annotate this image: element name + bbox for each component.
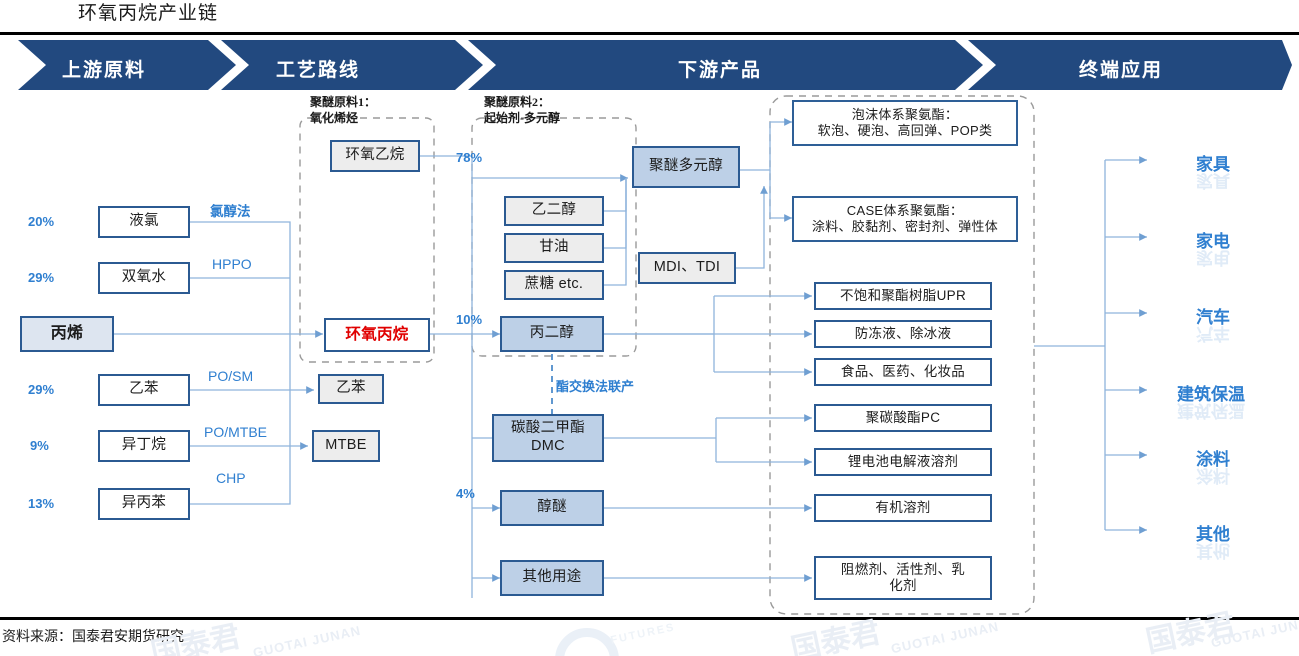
box-ethylbenzene-coproduct[interactable]: 乙苯 bbox=[318, 374, 384, 404]
enduse-other: 其他 bbox=[1196, 525, 1230, 544]
box-propylene[interactable]: 丙烯 bbox=[20, 316, 114, 352]
group-frame-ether-feed-2 bbox=[471, 117, 637, 357]
pct-ethylbenzene: 29% bbox=[28, 382, 55, 397]
box-mtbe[interactable]: MTBE bbox=[312, 430, 380, 462]
box-dmc[interactable]: 碳酸二甲酯 DMC bbox=[492, 414, 604, 462]
route-label-po-sm: PO/SM bbox=[208, 368, 254, 384]
box-flame-retardant[interactable]: 阻燃剂、活性剂、乳 化剂 bbox=[814, 556, 992, 600]
chevron-stage-3 bbox=[468, 40, 983, 90]
box-flame-retardant-line1: 阻燃剂、活性剂、乳 bbox=[840, 561, 966, 577]
route-label-chp: CHP bbox=[216, 470, 246, 486]
enduse-building-insulation-reflection: 建筑保温 bbox=[1177, 401, 1245, 420]
box-other-uses[interactable]: 其他用途 bbox=[500, 560, 604, 596]
box-flame-retardant-line2: 化剂 bbox=[889, 578, 917, 593]
source-note: 资料来源：国泰君安期货研究 bbox=[2, 630, 184, 645]
enduse-appliances: 家电 bbox=[1196, 232, 1230, 251]
enduse-furniture-reflection: 家具 bbox=[1196, 171, 1230, 190]
route-label-hppo: HPPO bbox=[212, 256, 252, 272]
top-divider bbox=[0, 32, 1299, 35]
enduse-coatings-reflection: 涂料 bbox=[1196, 466, 1230, 485]
box-foam-polyurethane[interactable]: 泡沫体系聚氨酯： 软泡、硬泡、高回弹、POP类 bbox=[792, 100, 1018, 146]
pct-hydrogen-peroxide: 29% bbox=[28, 270, 55, 285]
box-foam-polyurethane-line1: 泡沫体系聚氨酯： bbox=[851, 107, 959, 123]
box-organic-solvent[interactable]: 有机溶剂 bbox=[814, 494, 992, 522]
enduse-appliances-reflection: 家电 bbox=[1196, 248, 1230, 267]
box-ethylene-oxide[interactable]: 环氧乙烷 bbox=[330, 140, 420, 172]
enduse-building-insulation: 建筑保温 bbox=[1177, 385, 1245, 404]
group-frame-downstream bbox=[769, 95, 1035, 615]
box-mdi-tdi[interactable]: MDI、TDI bbox=[638, 252, 736, 284]
box-propylene-glycol[interactable]: 丙二醇 bbox=[500, 316, 604, 352]
route-label-po-mtbe: PO/MTBE bbox=[204, 424, 268, 440]
enduse-coatings: 涂料 bbox=[1196, 450, 1230, 469]
box-foam-polyurethane-line2: 软泡、硬泡、高回弹、POP类 bbox=[817, 123, 993, 138]
page-title: 环氧丙烷产业链 bbox=[78, 3, 219, 24]
box-dmc-line1: 碳酸二甲酯 bbox=[511, 420, 585, 437]
box-food-pharma-cosmetics[interactable]: 食品、医药、化妆品 bbox=[814, 358, 992, 386]
enduse-other-reflection: 其他 bbox=[1196, 541, 1230, 560]
group-caption-ether-feed-2: 聚醚原料2： 起始剂-多元醇 bbox=[484, 95, 560, 126]
group-frame-ether-feed-1 bbox=[299, 117, 435, 363]
box-isobutane[interactable]: 异丁烷 bbox=[98, 430, 190, 462]
box-propylene-oxide[interactable]: 环氧丙烷 bbox=[324, 318, 430, 352]
pct-isobutane: 9% bbox=[30, 438, 49, 453]
box-polycarbonate[interactable]: 聚碳酸酯PC bbox=[814, 404, 992, 432]
stage-label-process: 工艺路线 bbox=[276, 60, 361, 81]
route-label-chlorohydrin: 氯醇法 bbox=[210, 204, 251, 219]
box-upr[interactable]: 不饱和聚酯树脂UPR bbox=[814, 282, 992, 310]
pct-split-polyether: 78% bbox=[456, 150, 483, 165]
box-hydrogen-peroxide[interactable]: 双氧水 bbox=[98, 262, 190, 294]
box-ethylbenzene-feed[interactable]: 乙苯 bbox=[98, 374, 190, 406]
chevron-stage-1 bbox=[18, 40, 236, 90]
enduse-automotive-reflection: 汽车 bbox=[1196, 324, 1230, 343]
box-antifreeze[interactable]: 防冻液、除冰液 bbox=[814, 320, 992, 348]
box-glycerol[interactable]: 甘油 bbox=[504, 233, 604, 263]
stage-label-downstream: 下游产品 bbox=[678, 60, 763, 81]
bottom-divider bbox=[0, 617, 1299, 620]
box-ethylene-glycol[interactable]: 乙二醇 bbox=[504, 196, 604, 226]
pct-split-glycol-ether: 4% bbox=[456, 486, 475, 501]
pct-liquid-chlorine: 20% bbox=[28, 214, 55, 229]
chevron-stage-2 bbox=[221, 40, 483, 90]
box-glycol-ether[interactable]: 醇醚 bbox=[500, 490, 604, 526]
box-case-polyurethane-line2: 涂料、胶黏剂、密封剂、弹性体 bbox=[811, 219, 999, 234]
group-caption-ether-feed-1: 聚醚原料1： 氧化烯烃 bbox=[310, 95, 377, 126]
pct-split-propylene-glycol: 10% bbox=[456, 312, 483, 327]
note-transesterification: 酯交换法联产 bbox=[556, 379, 635, 394]
stage-label-enduse: 终端应用 bbox=[1079, 60, 1164, 81]
pct-cumene: 13% bbox=[28, 496, 55, 511]
box-battery-electrolyte-solvent[interactable]: 锂电池电解液溶剂 bbox=[814, 448, 992, 476]
box-sucrose[interactable]: 蔗糖 etc. bbox=[504, 270, 604, 300]
box-polyether-polyol[interactable]: 聚醚多元醇 bbox=[632, 146, 740, 188]
box-dmc-line2: DMC bbox=[531, 438, 565, 454]
box-cumene[interactable]: 异丙苯 bbox=[98, 488, 190, 520]
box-case-polyurethane[interactable]: CASE体系聚氨酯： 涂料、胶黏剂、密封剂、弹性体 bbox=[792, 196, 1018, 242]
stage-label-upstream: 上游原料 bbox=[62, 60, 147, 81]
chevron-stage-4 bbox=[968, 40, 1292, 90]
box-liquid-chlorine[interactable]: 液氯 bbox=[98, 206, 190, 238]
box-case-polyurethane-line1: CASE体系聚氨酯： bbox=[846, 203, 964, 219]
enduse-furniture: 家具 bbox=[1196, 155, 1230, 174]
stage-header-band bbox=[18, 40, 1292, 90]
enduse-automotive: 汽车 bbox=[1196, 308, 1230, 327]
